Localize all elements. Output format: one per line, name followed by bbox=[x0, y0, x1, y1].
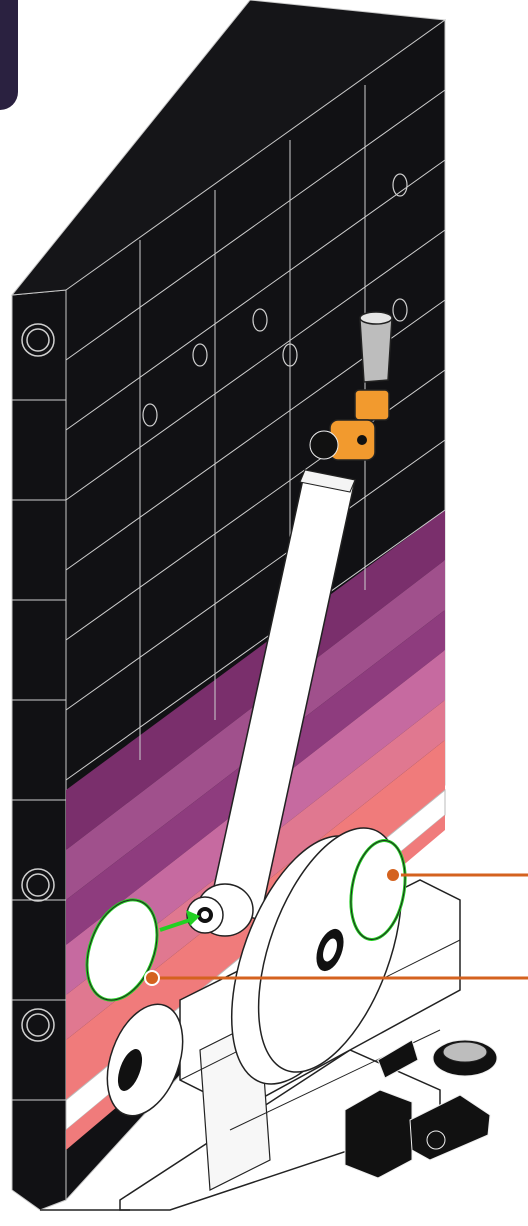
orange-dot-icon bbox=[145, 971, 159, 985]
wall-side-face bbox=[12, 290, 66, 1210]
orange-dot-icon bbox=[386, 868, 400, 882]
